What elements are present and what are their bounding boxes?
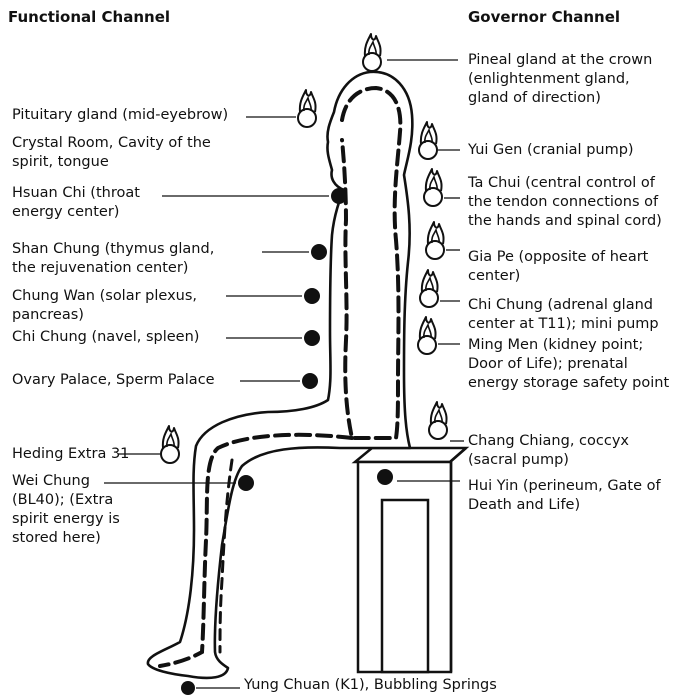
label-hui-yin: Hui Yin (perineum, Gate of Death and Lif…	[468, 477, 661, 515]
label-chi-chung-navel: Chi Chung (navel, spleen)	[12, 328, 199, 347]
label-crystal-room: Crystal Room, Cavity of the spirit, tong…	[12, 134, 211, 172]
label-wei-chung: Wei Chung (BL40); (Extra spirit energy i…	[12, 472, 120, 548]
point-chi-chung-navel	[304, 330, 320, 346]
flame-icon	[426, 222, 444, 259]
label-hsuan-chi: Hsuan Chi (throat energy center)	[12, 184, 140, 222]
point-ovary-palace	[302, 373, 318, 389]
label-heding: Heding Extra 31	[12, 445, 129, 464]
point-hsuan-chi	[331, 188, 347, 204]
flame-icon	[161, 426, 179, 463]
label-yung-chuan: Yung Chuan (K1), Bubbling Springs	[244, 676, 497, 695]
label-gia-pe: Gia Pe (opposite of heart center)	[468, 248, 648, 286]
flame-icon	[419, 122, 437, 159]
label-chung-wan: Chung Wan (solar plexus, pancreas)	[12, 287, 197, 325]
point-chung-wan	[304, 288, 320, 304]
flame-icon	[363, 34, 381, 71]
point-hui-yin	[377, 469, 393, 485]
governor-channel-header: Governor Channel	[468, 8, 620, 26]
flame-icon	[429, 402, 447, 439]
label-chi-chung-adrenal: Chi Chung (adrenal gland center at T11);…	[468, 296, 659, 334]
label-pineal: Pineal gland at the crown (enlightenment…	[468, 51, 652, 108]
label-ovary-palace: Ovary Palace, Sperm Palace	[12, 371, 215, 390]
flame-icon	[418, 317, 436, 354]
label-yui-gen: Yui Gen (cranial pump)	[468, 141, 634, 160]
label-pituitary: Pituitary gland (mid-eyebrow)	[12, 106, 228, 125]
label-shan-chung: Shan Chung (thymus gland, the rejuvenati…	[12, 240, 214, 278]
flame-icon	[420, 270, 438, 307]
label-ming-men: Ming Men (kidney point; Door of Life); p…	[468, 336, 669, 393]
point-shan-chung	[311, 244, 327, 260]
label-chang-chiang: Chang Chiang, coccyx (sacral pump)	[468, 432, 629, 470]
point-yung-chuan	[181, 681, 195, 695]
functional-channel-header: Functional Channel	[8, 8, 170, 26]
label-ta-chui: Ta Chui (central control of the tendon c…	[468, 174, 662, 231]
flame-icon	[424, 169, 442, 206]
flame-icon	[298, 90, 316, 127]
point-wei-chung	[238, 475, 254, 491]
